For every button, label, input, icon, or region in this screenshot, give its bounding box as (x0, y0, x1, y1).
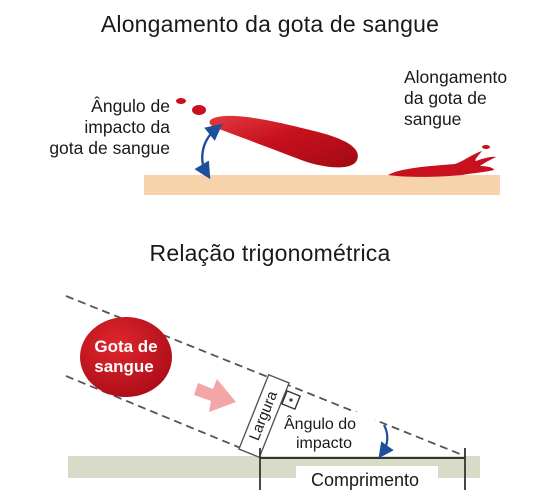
blood-stain (388, 151, 496, 177)
small-droplet (192, 105, 206, 115)
angle-label-line-1: Ângulo do (284, 414, 356, 433)
impact-angle-arrow (194, 123, 223, 180)
width-bar (238, 373, 290, 459)
elongation-label: Alongamento da gota de sangue (404, 67, 508, 129)
dashed-path-lower (65, 375, 261, 457)
direction-arrow (194, 379, 236, 412)
length-label: Comprimento (311, 470, 419, 490)
impact-angle-arc (378, 424, 394, 459)
impact-surface-top (144, 175, 500, 195)
small-droplet (176, 98, 186, 104)
angle-label-line-2: impacto (296, 435, 352, 452)
drop-label-line-2: sangue (94, 357, 154, 376)
bottom-title: Relação trigonométrica (149, 240, 391, 266)
top-title: Alongamento da gota de sangue (100, 11, 440, 37)
impact-angle-label: Ângulo de impacto da gota de sangue (49, 96, 170, 158)
blood-drop-circle (80, 317, 172, 397)
elongated-drop (209, 115, 358, 168)
drop-label-line-1: Gota de (94, 337, 157, 356)
stain-droplet (482, 145, 490, 149)
